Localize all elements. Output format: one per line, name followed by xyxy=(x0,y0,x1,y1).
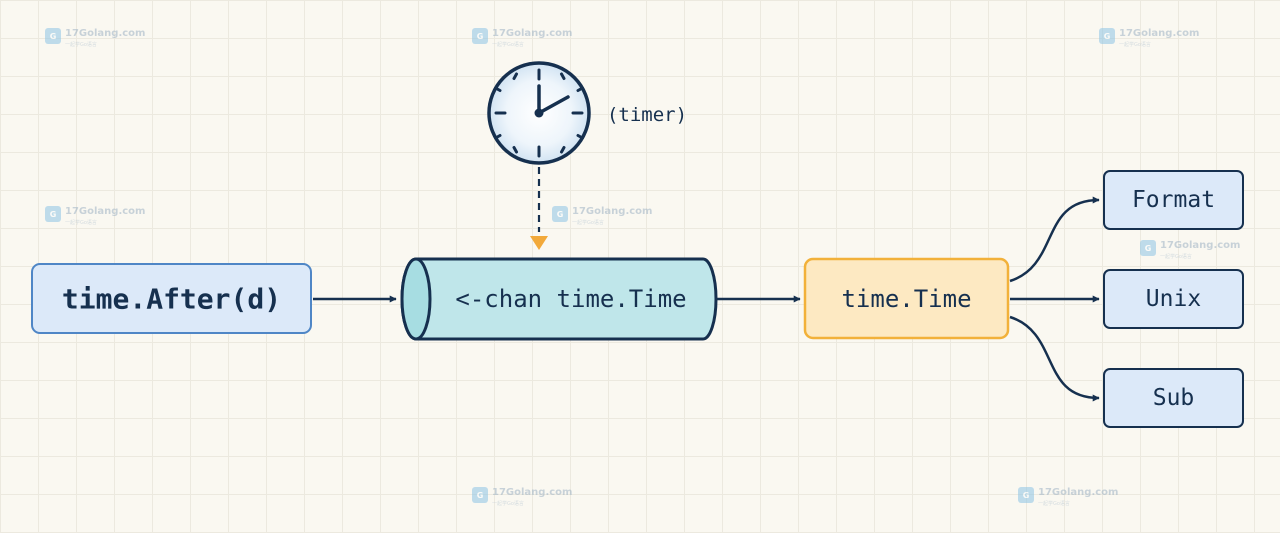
clock-icon xyxy=(487,61,591,165)
method-unix-label: Unix xyxy=(1146,286,1201,312)
method-sub-node: Sub xyxy=(1103,368,1244,428)
timer-label: (timer) xyxy=(607,104,687,126)
source-node-label: time.After(d) xyxy=(62,283,281,316)
timer-arrowhead xyxy=(530,236,548,250)
method-format-node: Format xyxy=(1103,170,1244,230)
method-format-label: Format xyxy=(1132,187,1215,213)
arrow-value-to-format xyxy=(1009,196,1100,283)
method-sub-label: Sub xyxy=(1153,385,1195,411)
channel-node-label: <-chan time.Time xyxy=(455,285,686,313)
source-node: time.After(d) xyxy=(31,263,312,334)
value-node-label: time.Time xyxy=(841,285,971,313)
arrow-value-to-sub xyxy=(1009,315,1100,402)
channel-node: <-chan time.Time xyxy=(400,257,718,341)
value-node: time.Time xyxy=(803,257,1010,340)
method-unix-node: Unix xyxy=(1103,269,1244,329)
